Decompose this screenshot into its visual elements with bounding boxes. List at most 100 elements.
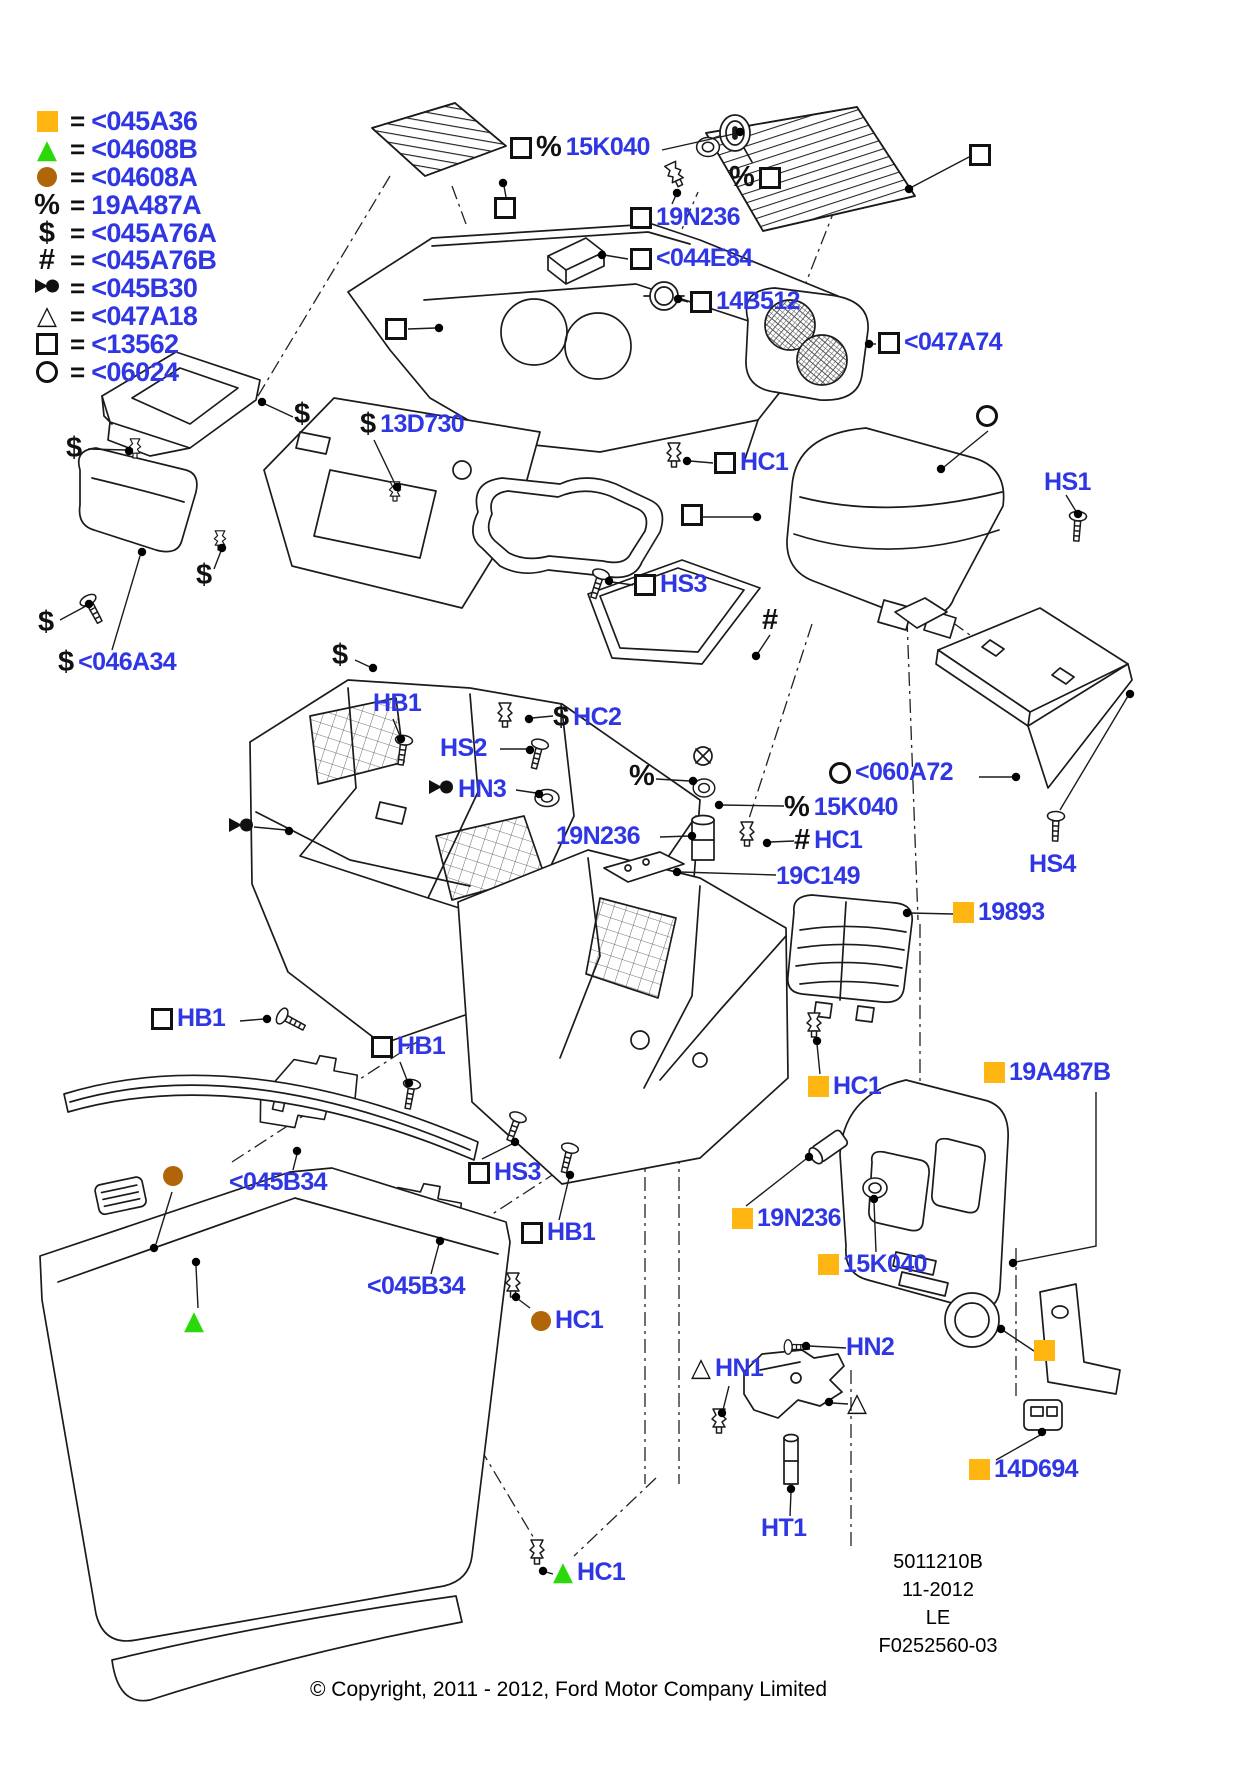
hash-icon: # bbox=[762, 604, 779, 636]
square-open-icon bbox=[630, 247, 652, 270]
dollar-icon: $ bbox=[360, 408, 377, 440]
callout-15K040-top: %15K040 bbox=[510, 133, 650, 162]
square-open-icon bbox=[151, 1007, 173, 1030]
circle-brown-icon bbox=[37, 167, 57, 188]
triangle-open-icon: △ bbox=[847, 1388, 867, 1418]
percent-icon: % bbox=[784, 791, 810, 823]
legend-equals: = bbox=[70, 245, 86, 276]
dollar-icon: $ bbox=[38, 216, 56, 249]
square-orange-icon bbox=[984, 1062, 1005, 1083]
legend-part-code: <13562 bbox=[91, 328, 179, 359]
part-label: HC1 bbox=[833, 1072, 882, 1100]
part-label: 15K040 bbox=[813, 793, 899, 821]
dollar-icon: $ bbox=[66, 432, 83, 464]
part-label: HS3 bbox=[660, 570, 707, 598]
legend-equals: = bbox=[70, 356, 86, 387]
callout-HS2: HS2 bbox=[440, 736, 487, 761]
callout-HB1-plain: HB1 bbox=[373, 689, 422, 717]
legend-row-13562: =<13562 bbox=[26, 328, 216, 359]
square-orange-icon bbox=[808, 1076, 829, 1097]
square-orange-icon bbox=[953, 902, 974, 923]
circle-brown-icon bbox=[163, 1166, 183, 1186]
legend-symbol-cell: % bbox=[26, 188, 68, 221]
square-open-icon bbox=[878, 331, 900, 354]
part-label: HS1 bbox=[1044, 468, 1091, 496]
part-label: HS3 bbox=[494, 1158, 541, 1186]
square-open-icon bbox=[634, 573, 656, 596]
part-label: <045B34 bbox=[367, 1272, 466, 1300]
leader-dots bbox=[84, 127, 1135, 1576]
dollar-icon: $ bbox=[294, 398, 311, 430]
square-orange-icon bbox=[969, 1459, 990, 1480]
legend-row-04608A: =<04608A bbox=[26, 162, 216, 192]
legend-equals: = bbox=[70, 106, 86, 137]
part-label: 19N236 bbox=[656, 203, 741, 231]
square-open-icon bbox=[681, 504, 703, 526]
callout-HC2: $HC2 bbox=[553, 701, 622, 733]
part-label: HC2 bbox=[573, 703, 622, 731]
percent-icon: % bbox=[729, 161, 755, 193]
part-label: HB1 bbox=[373, 689, 422, 717]
part-label: <044E84 bbox=[656, 244, 753, 272]
legend-part-code: <045A36 bbox=[91, 106, 198, 137]
callout-HB1-1: HB1 bbox=[151, 1006, 226, 1031]
callout-HS3-top: HS3 bbox=[634, 572, 707, 597]
legend-row-045A36: =<045A36 bbox=[26, 106, 216, 137]
part-label: HS2 bbox=[440, 734, 487, 762]
part-label: 15K040 bbox=[843, 1250, 928, 1278]
plate-line: LE bbox=[925, 1607, 951, 1629]
plate-line: 11-2012 bbox=[902, 1579, 974, 1601]
legend-equals: = bbox=[70, 273, 86, 304]
part-label: HC1 bbox=[555, 1306, 604, 1334]
legend-part-code: <047A18 bbox=[91, 300, 198, 331]
callout-19N236-or: 19N236 bbox=[732, 1206, 842, 1231]
callout-sq-grille-left bbox=[494, 197, 516, 219]
callout-dollar-d: $ bbox=[196, 561, 212, 590]
callout-15K040-or: 15K040 bbox=[818, 1250, 928, 1278]
circle-open-icon bbox=[829, 761, 851, 784]
circle-brown-icon bbox=[531, 1310, 551, 1331]
legend-row-19A487A: %=19A487A bbox=[26, 188, 216, 221]
legend-symbol-cell: ▲ bbox=[26, 137, 68, 163]
callout-HN1: △HN1 bbox=[691, 1353, 764, 1383]
part-label: HC1 bbox=[814, 826, 863, 854]
square-open-icon bbox=[385, 318, 407, 340]
part-label: HN1 bbox=[715, 1353, 764, 1382]
callout-HC1-sq: HC1 bbox=[714, 448, 789, 476]
callout-060A72: <060A72 bbox=[829, 760, 954, 785]
symbol-legend: =<045A36▲=<04608B=<04608A%=19A487A$=<045… bbox=[26, 106, 217, 387]
callout-HN3: HN3 bbox=[428, 777, 507, 802]
callout-045B34-2: <045B34 bbox=[367, 1272, 466, 1300]
part-label: HB1 bbox=[397, 1032, 446, 1060]
percent-icon: % bbox=[536, 131, 562, 163]
circle-open-icon bbox=[976, 405, 998, 427]
legend-symbol-cell: # bbox=[26, 246, 68, 275]
square-open-icon bbox=[690, 290, 712, 313]
part-label: <047A74 bbox=[904, 328, 1003, 356]
percent-icon: % bbox=[34, 188, 60, 221]
callout-045B34-1: <045B34 bbox=[229, 1168, 328, 1196]
callout-19A487B: 19A487B bbox=[984, 1060, 1111, 1085]
callout-pct-square-top: % bbox=[729, 163, 781, 192]
square-orange-icon bbox=[1034, 1340, 1055, 1361]
dollar-icon: $ bbox=[553, 701, 570, 733]
plate-line: 5011210B bbox=[893, 1551, 983, 1573]
part-label: 19N236 bbox=[556, 822, 641, 850]
square-open-icon bbox=[494, 197, 516, 219]
callout-044E84: <044E84 bbox=[630, 246, 753, 271]
callout-sq-slide bbox=[681, 504, 703, 526]
triangle-open-icon: △ bbox=[37, 301, 57, 332]
part-label: HC1 bbox=[740, 448, 789, 476]
part-label: <045B34 bbox=[229, 1168, 328, 1196]
callout-circle-armrest bbox=[976, 405, 998, 427]
triangle-open-icon: △ bbox=[691, 1353, 711, 1383]
part-label: HB1 bbox=[547, 1218, 596, 1246]
square-open-icon bbox=[714, 451, 736, 474]
part-label: 13D730 bbox=[380, 410, 465, 438]
callout-HC1-hash: #HC1 bbox=[794, 826, 863, 855]
callout-HB1-2: HB1 bbox=[371, 1032, 446, 1060]
plate-line: F0252560-03 bbox=[878, 1635, 998, 1657]
callout-sq-orange-alone bbox=[1034, 1340, 1055, 1361]
